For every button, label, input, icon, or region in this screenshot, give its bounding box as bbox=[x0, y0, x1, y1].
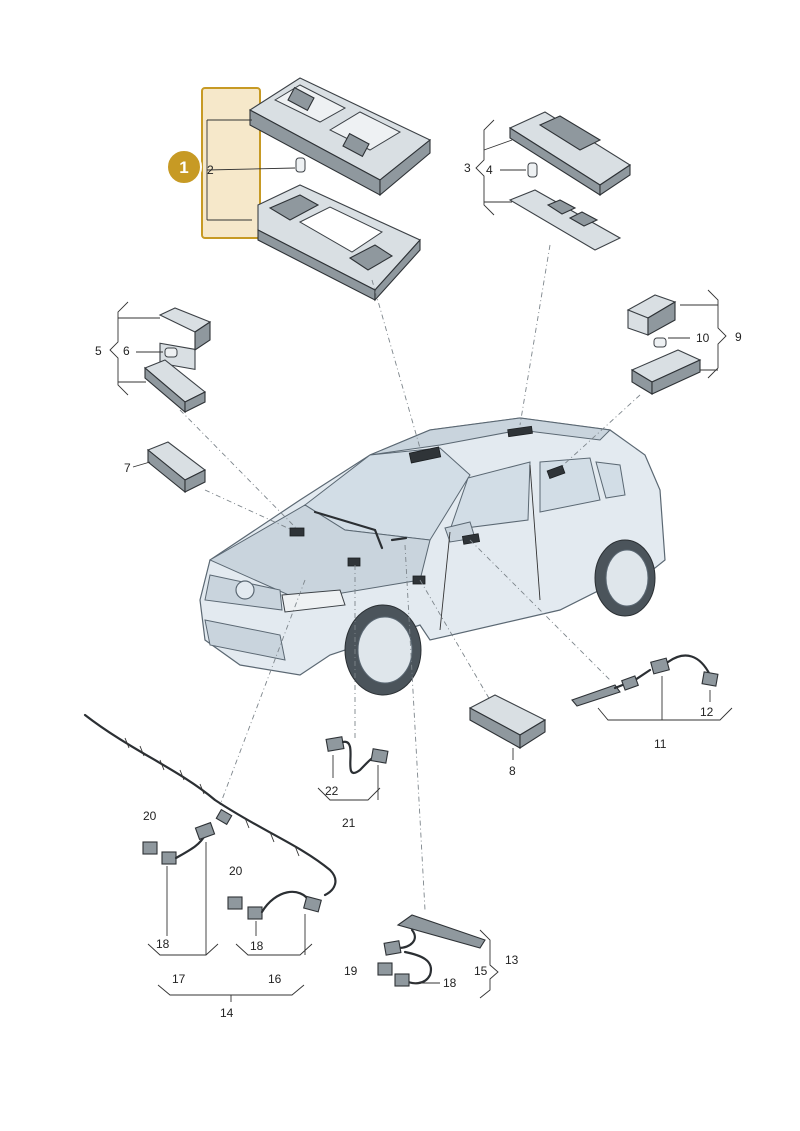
callout-11[interactable]: 11 bbox=[654, 737, 667, 751]
callout-4[interactable]: 4 bbox=[486, 163, 493, 177]
item-1-highlight[interactable]: 1 bbox=[166, 87, 261, 239]
light-housing-9 bbox=[626, 294, 677, 336]
bracket-item-5 bbox=[109, 301, 163, 396]
bulb-small bbox=[527, 162, 538, 178]
lamp-unit-8 bbox=[468, 694, 547, 760]
item-badge-circle[interactable] bbox=[166, 149, 202, 185]
callout-18b[interactable]: 18 bbox=[250, 939, 264, 953]
callout-16[interactable]: 16 bbox=[268, 972, 282, 986]
bulb-small bbox=[653, 337, 667, 348]
bracket-item-3 bbox=[475, 119, 526, 216]
callout-labels: 2 3 4 5 6 7 8 9 10 11 12 13 14 15 16 17 … bbox=[95, 161, 742, 1020]
lamp-unit-7 bbox=[132, 441, 207, 494]
wiring-harness-13 bbox=[377, 914, 499, 999]
callout-19[interactable]: 19 bbox=[344, 964, 358, 978]
callout-10[interactable]: 10 bbox=[696, 331, 710, 345]
wiring-harness-11 bbox=[571, 654, 733, 721]
lamp-base-9 bbox=[630, 349, 702, 395]
callout-22[interactable]: 22 bbox=[325, 784, 339, 798]
callout-14[interactable]: 14 bbox=[220, 1006, 234, 1020]
leader-lines bbox=[179, 244, 641, 911]
wiring-harness-14 bbox=[83, 713, 337, 897]
light-housing-5 bbox=[158, 307, 212, 371]
lamp-base-6 bbox=[143, 359, 207, 414]
interior-light-unit bbox=[508, 111, 632, 197]
wiring-harness-16 bbox=[227, 890, 322, 956]
callout-15[interactable]: 15 bbox=[474, 964, 488, 978]
callout-13[interactable]: 13 bbox=[505, 953, 519, 967]
callout-18a[interactable]: 18 bbox=[156, 937, 170, 951]
callout-8[interactable]: 8 bbox=[509, 764, 516, 778]
callout-17[interactable]: 17 bbox=[172, 972, 186, 986]
overhead-console-frame bbox=[257, 184, 421, 302]
callout-20b[interactable]: 20 bbox=[229, 864, 243, 878]
callout-21[interactable]: 21 bbox=[342, 816, 356, 830]
callout-18c[interactable]: 18 bbox=[443, 976, 457, 990]
wiring-harness-17 bbox=[142, 821, 219, 956]
car-sensors bbox=[289, 425, 566, 585]
callout-12[interactable]: 12 bbox=[700, 705, 714, 719]
callout-3[interactable]: 3 bbox=[464, 161, 471, 175]
interior-light-lens bbox=[508, 189, 622, 251]
callout-5[interactable]: 5 bbox=[95, 344, 102, 358]
callout-6[interactable]: 6 bbox=[123, 344, 130, 358]
bulb-small bbox=[164, 347, 178, 358]
item-badge-number: 1 bbox=[179, 158, 188, 177]
callout-2[interactable]: 2 bbox=[207, 163, 214, 177]
overhead-console-module bbox=[248, 77, 432, 197]
callout-20a[interactable]: 20 bbox=[143, 809, 157, 823]
leaders-item-1-2 bbox=[206, 119, 296, 221]
bracket-item-9 bbox=[668, 289, 727, 379]
wiring-harness-21 bbox=[317, 736, 389, 801]
callout-9[interactable]: 9 bbox=[735, 330, 742, 344]
callout-7[interactable]: 7 bbox=[124, 461, 131, 475]
bracket-item-14 bbox=[157, 984, 305, 996]
car-illustration bbox=[199, 417, 666, 696]
bulb-small bbox=[295, 157, 306, 173]
